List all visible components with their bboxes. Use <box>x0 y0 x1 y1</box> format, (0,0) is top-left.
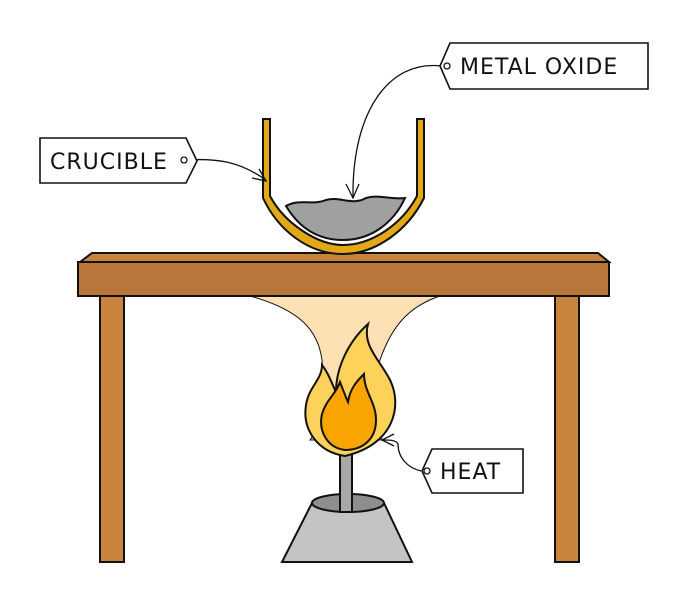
tag-hole <box>423 467 431 475</box>
arrow-crucible-head <box>251 168 268 182</box>
crucible-body <box>262 118 425 256</box>
tag-label-icon <box>439 42 649 90</box>
metal-oxide-label: METAL OXIDE <box>460 55 618 80</box>
arrow-heat-head <box>380 433 395 447</box>
label-heat: HEAT <box>421 448 524 494</box>
heat-label: HEAT <box>440 460 501 485</box>
table-leg-right <box>554 295 580 563</box>
arrow-metal-oxide <box>352 64 442 198</box>
crucible-label: CRUCIBLE <box>50 150 168 175</box>
label-metal-oxide: METAL OXIDE <box>439 42 649 90</box>
table-leg-left <box>99 295 125 563</box>
tag-hole <box>443 62 451 70</box>
crucible-powder <box>284 195 407 242</box>
tag-label-icon <box>39 137 198 184</box>
tag-hole <box>180 156 188 164</box>
label-crucible: CRUCIBLE <box>39 137 198 184</box>
tag-label-icon <box>421 448 524 494</box>
flame-icon <box>304 320 397 458</box>
crucible-icon <box>262 118 425 256</box>
table-top-front <box>77 261 610 297</box>
burner-tube <box>339 447 353 513</box>
arrow-metal-oxide-head <box>345 183 360 200</box>
bunsen-burner-icon <box>280 447 414 563</box>
table-icon <box>77 252 612 563</box>
flame-inner <box>320 371 378 452</box>
arrow-heat <box>382 439 422 472</box>
